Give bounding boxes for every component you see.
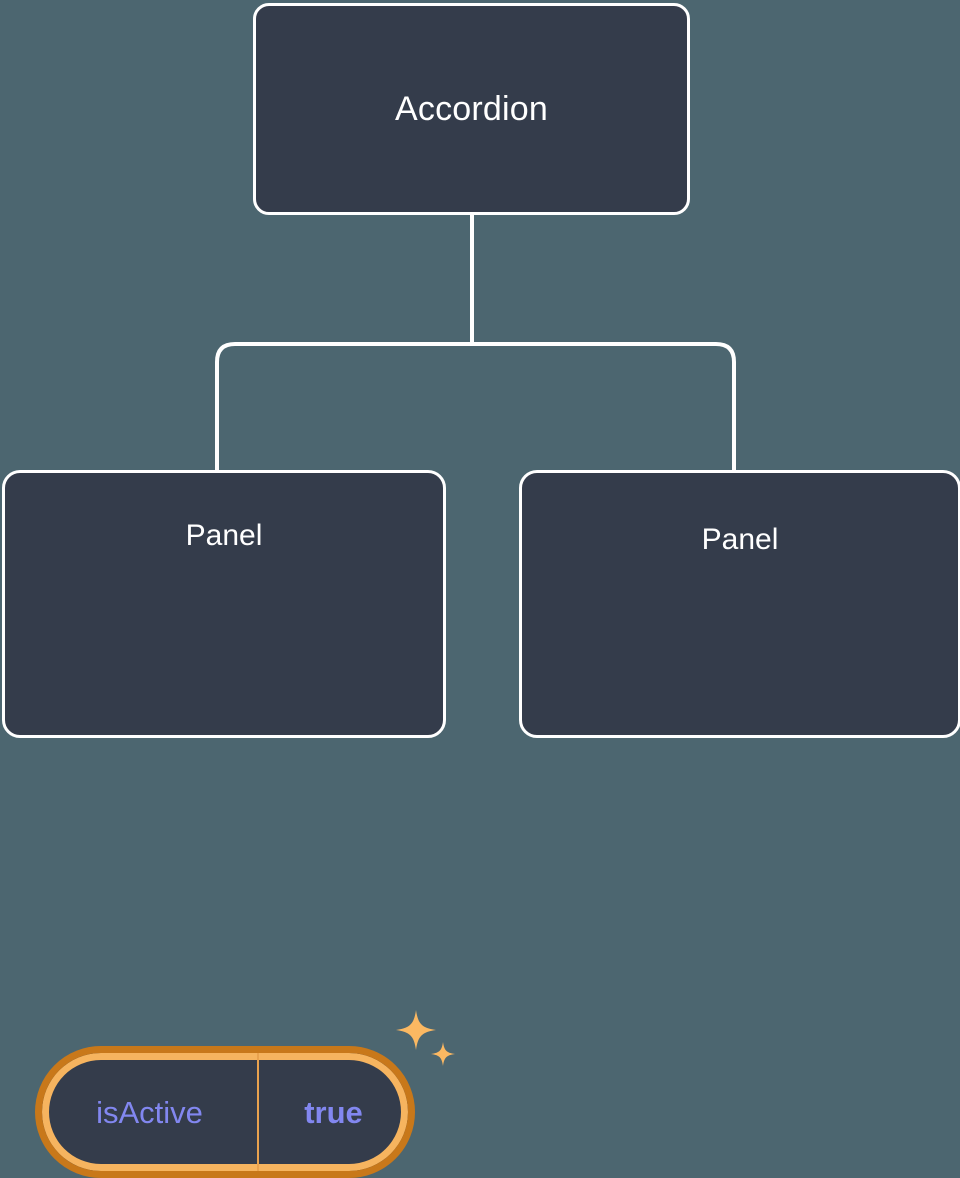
tree-node-accordion-label: Accordion — [395, 90, 548, 128]
component-tree-diagram: Accordion Panel isActive true Panel isAc… — [2, 3, 960, 1178]
tree-node-panel-active-label: Panel — [185, 519, 263, 552]
edge-bus-to-panels — [215, 342, 736, 470]
prop-key-label: isActive — [96, 1094, 203, 1130]
prop-pill-isactive-true[interactable]: isActive true — [35, 1046, 415, 1178]
tree-node-accordion[interactable]: Accordion — [253, 3, 690, 215]
tree-node-panel-inactive-label: Panel — [701, 523, 779, 556]
tree-node-panel-active[interactable]: Panel isActive true — [2, 470, 455, 1178]
prop-value-label: true — [257, 1053, 408, 1171]
tree-node-panel-inactive[interactable]: Panel isActive false — [519, 470, 960, 738]
